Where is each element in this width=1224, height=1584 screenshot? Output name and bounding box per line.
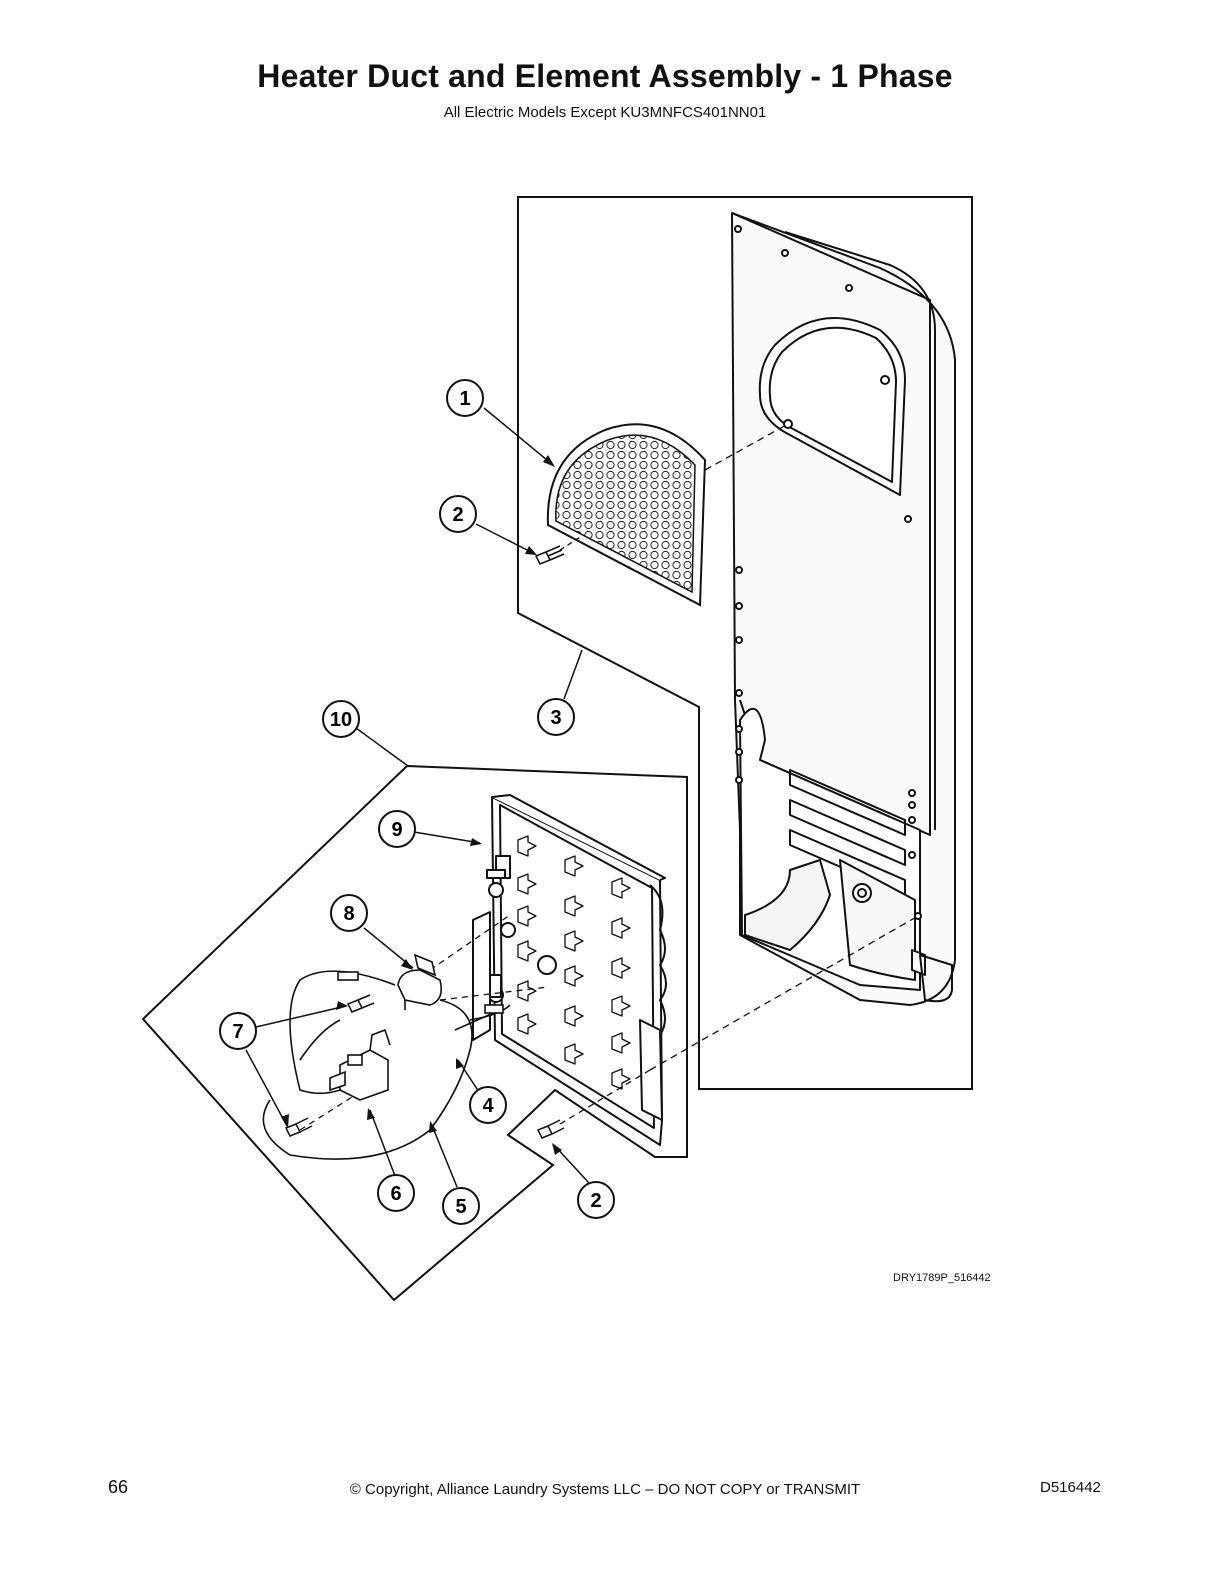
callout-7: 7 <box>219 1012 257 1050</box>
callout-1: 1 <box>446 379 484 417</box>
wire-harness <box>262 970 511 1160</box>
svg-text:1: 1 <box>459 388 470 410</box>
svg-text:10: 10 <box>330 709 352 731</box>
page-number: 66 <box>108 1477 129 1497</box>
callout-3: 3 <box>537 698 575 736</box>
svg-text:6: 6 <box>390 1183 401 1205</box>
grille-part <box>546 423 707 607</box>
figure-id: DRY1789P_516442 <box>893 1272 991 1284</box>
svg-text:5: 5 <box>455 1196 466 1218</box>
callout-5: 5 <box>442 1187 480 1225</box>
callout-4: 4 <box>469 1086 507 1124</box>
callout-2-upper: 2 <box>439 495 477 533</box>
svg-text:9: 9 <box>391 819 402 841</box>
thermostat-part <box>397 953 443 1010</box>
callout-9: 9 <box>378 810 416 848</box>
callout-8: 8 <box>330 894 368 932</box>
page-subtitle: All Electric Models Except KU3MNFCS401NN… <box>443 104 767 121</box>
duct-group-outline <box>517 196 973 1090</box>
screw-upper <box>534 545 565 565</box>
svg-text:8: 8 <box>343 903 354 925</box>
heater-duct-panel <box>731 212 956 1006</box>
heater-group-outline <box>141 764 688 1302</box>
screw-7-upper <box>346 994 375 1013</box>
svg-text:3: 3 <box>550 707 561 729</box>
svg-text:2: 2 <box>452 504 463 526</box>
screw-lower <box>536 1119 565 1139</box>
copyright-notice: © Copyright, Alliance Laundry Systems LL… <box>349 1481 861 1498</box>
page-title: Heater Duct and Element Assembly - 1 Pha… <box>257 58 953 94</box>
leader-lines <box>245 407 590 1188</box>
grille-leader-dashed <box>704 423 789 471</box>
arrowheads <box>281 455 562 1155</box>
screw-7-lower <box>284 1117 313 1137</box>
svg-text:2: 2 <box>590 1190 601 1212</box>
svg-text:4: 4 <box>482 1095 494 1117</box>
callout-6: 6 <box>377 1174 415 1212</box>
document-number: D516442 <box>1040 1479 1101 1496</box>
svg-text:7: 7 <box>232 1021 243 1043</box>
callout-2-lower: 2 <box>577 1181 615 1219</box>
callout-10: 10 <box>322 700 360 738</box>
limit-thermostat-part <box>329 1028 391 1101</box>
